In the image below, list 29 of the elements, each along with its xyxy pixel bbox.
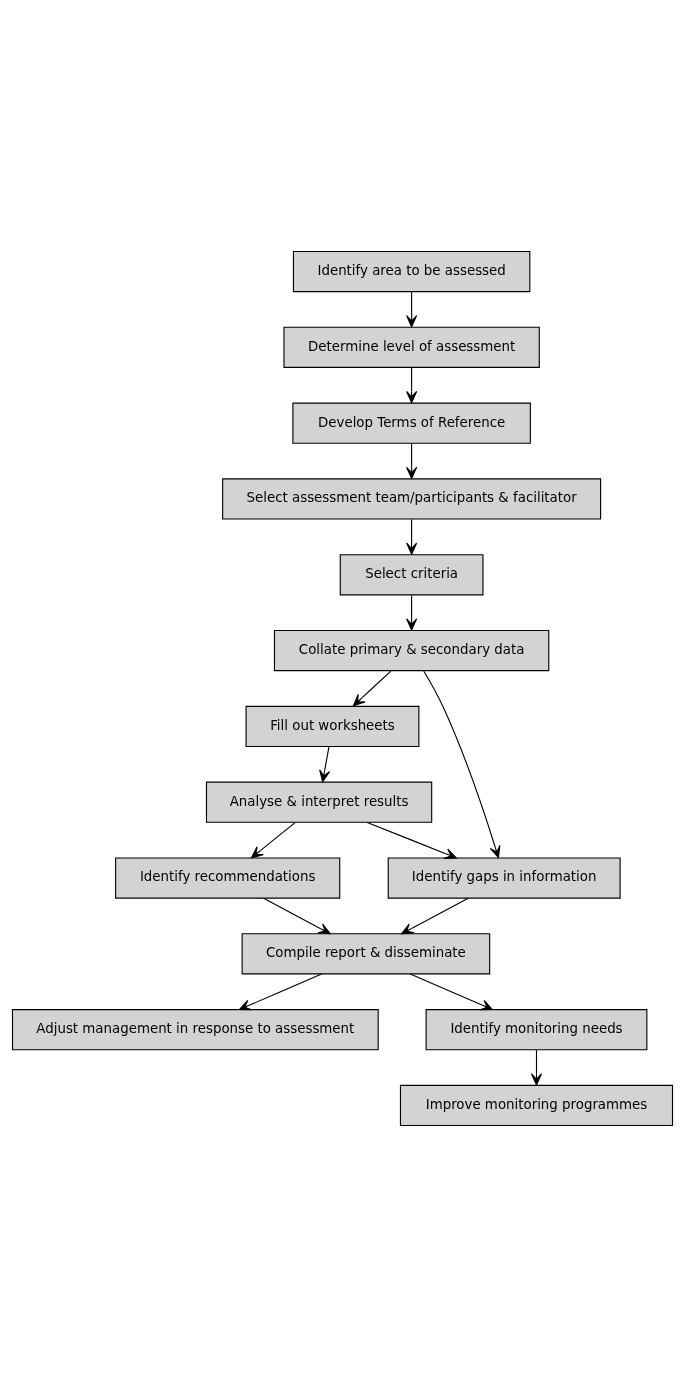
arrow [409, 973, 493, 1010]
arrow [423, 669, 501, 858]
node-box: Analyse & interpret results [205, 781, 433, 823]
arrow [406, 442, 418, 479]
node-box: Identify area to be assessed [292, 250, 531, 292]
arrow [319, 745, 331, 782]
node-box: Improve monitoring programmes [399, 1084, 674, 1126]
arrow [401, 897, 469, 934]
arrow [238, 973, 323, 1010]
node-box: Select criteria [339, 553, 484, 595]
node-box: Fill out worksheets [245, 705, 420, 747]
node-box: Collate primary & secondary data [273, 629, 550, 671]
node-box: Identify recommendations [115, 856, 341, 899]
node-box: Develop Terms of Reference [292, 402, 531, 444]
arrow [406, 518, 418, 555]
node-box: Determine level of assessment [283, 326, 540, 368]
arrow [406, 290, 418, 327]
arrow [406, 366, 418, 403]
node-box: Identify gaps in information [387, 856, 621, 899]
arrow [366, 821, 457, 859]
arrow [530, 1049, 543, 1085]
arrow [263, 897, 331, 934]
arrow [406, 594, 418, 631]
node-box: Identify monitoring needs [425, 1008, 648, 1050]
arrow [352, 670, 392, 706]
node-box: Select assessment team/participants & facilitator [222, 477, 602, 520]
node-box: Adjust management in response to assessment [11, 1008, 379, 1050]
arrow [250, 821, 296, 858]
node-box: Compile report & disseminate [241, 932, 491, 974]
